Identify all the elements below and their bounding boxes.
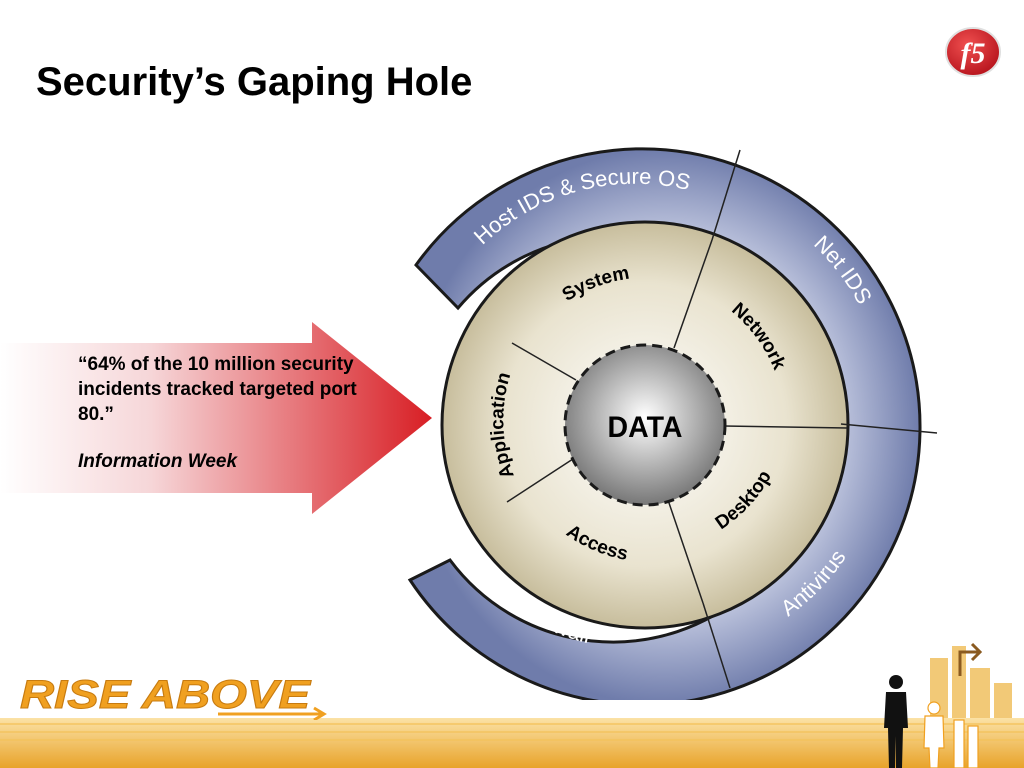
data-core-label: DATA [608, 411, 683, 444]
footer-bar [0, 718, 1024, 768]
quote-block: “64% of the 10 million security incident… [78, 352, 378, 474]
f5-logo: f5 [945, 27, 1001, 77]
business-figures-decoration [884, 642, 1012, 768]
quote-text: “64% of the 10 million security incident… [78, 354, 357, 425]
person-silhouette-icon [884, 675, 908, 768]
quote-source: Information Week [78, 451, 238, 472]
security-layers-diagram: DATA Host IDS & Secure OS Net IDS Antivi… [407, 147, 938, 700]
arrow-right-icon [218, 706, 327, 720]
brand-text: RISE ABOVE [20, 673, 312, 717]
attack-arrow-shape [0, 322, 432, 514]
logo-text: f5 [961, 37, 986, 70]
rise-above-logo: RISE ABOVE [20, 673, 327, 720]
data-core [563, 343, 727, 507]
page-title: Security’s Gaping Hole [36, 60, 473, 104]
